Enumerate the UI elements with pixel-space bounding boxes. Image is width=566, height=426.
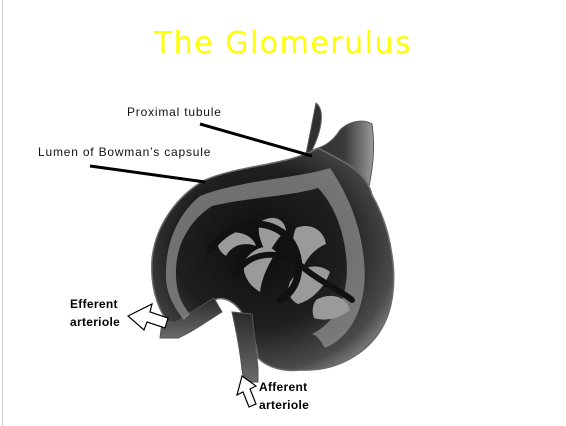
efferent-label-line1: Efferent [70, 295, 120, 313]
afferent-label-line1: Afferent [259, 378, 309, 396]
efferent-arteriole-label: Efferent arteriole [70, 295, 120, 331]
proximal-tubule-label: Proximal tubule [127, 105, 222, 119]
bowmans-capsule-lumen-label: Lumen of Bowman’s capsule [38, 145, 211, 159]
afferent-label-line2: arteriole [259, 396, 309, 414]
lumen-pointer [90, 166, 205, 182]
afferent-arteriole-label: Afferent arteriole [259, 378, 309, 414]
proximal-tubule-pointer [200, 124, 312, 156]
efferent-label-line2: arteriole [70, 313, 120, 331]
